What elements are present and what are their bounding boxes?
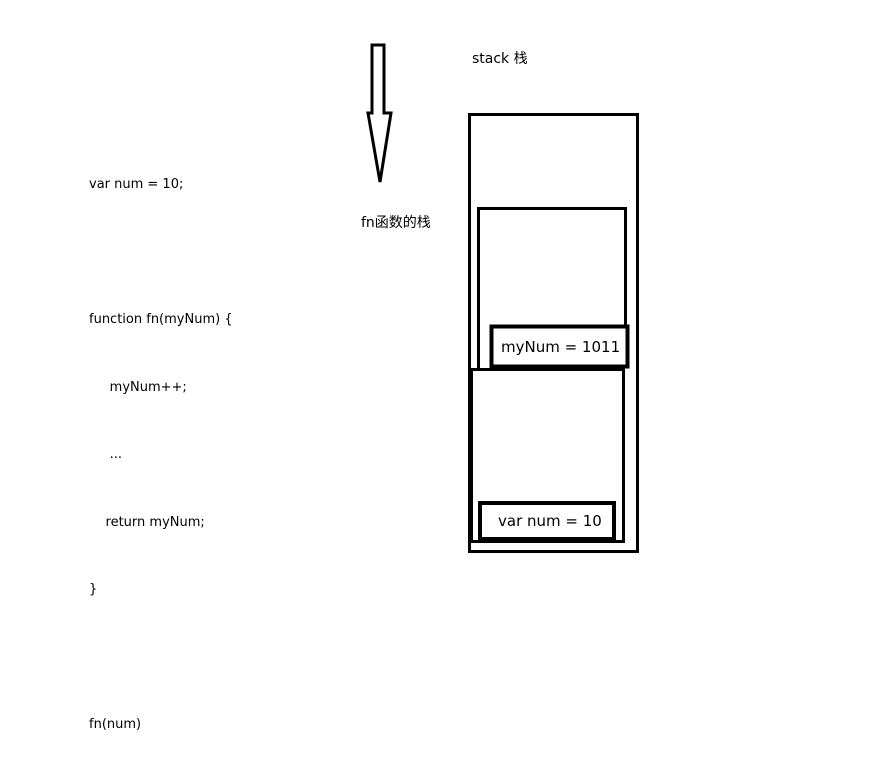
- code-block: var num = 10; function fn(myNum) { myNum…: [89, 129, 233, 759]
- code-line: }: [89, 582, 98, 597]
- code-line: var num = 10;: [89, 177, 184, 192]
- code-line: return myNum;: [89, 514, 205, 530]
- stack-label: stack 栈: [472, 51, 528, 67]
- code-line: myNum++;: [89, 379, 187, 395]
- varnum-value: var num = 10: [498, 512, 602, 530]
- fn-stack-label: fn函数的栈: [361, 215, 431, 231]
- code-line: [89, 647, 233, 670]
- varnum-box: [478, 501, 616, 541]
- mynum-value: myNum = 1011: [501, 338, 621, 356]
- code-line: fn(num): [89, 717, 142, 732]
- down-arrow-icon: [366, 43, 393, 183]
- global-stack-frame: [470, 368, 625, 543]
- code-line: ...: [89, 447, 123, 462]
- code-line: function fn(myNum) {: [89, 312, 233, 327]
- stack-diagram: [366, 43, 639, 553]
- fn-stack-frame: [477, 207, 627, 370]
- code-line: [89, 242, 233, 265]
- mynum-box: [489, 324, 630, 369]
- stack-outer-box: [468, 113, 639, 553]
